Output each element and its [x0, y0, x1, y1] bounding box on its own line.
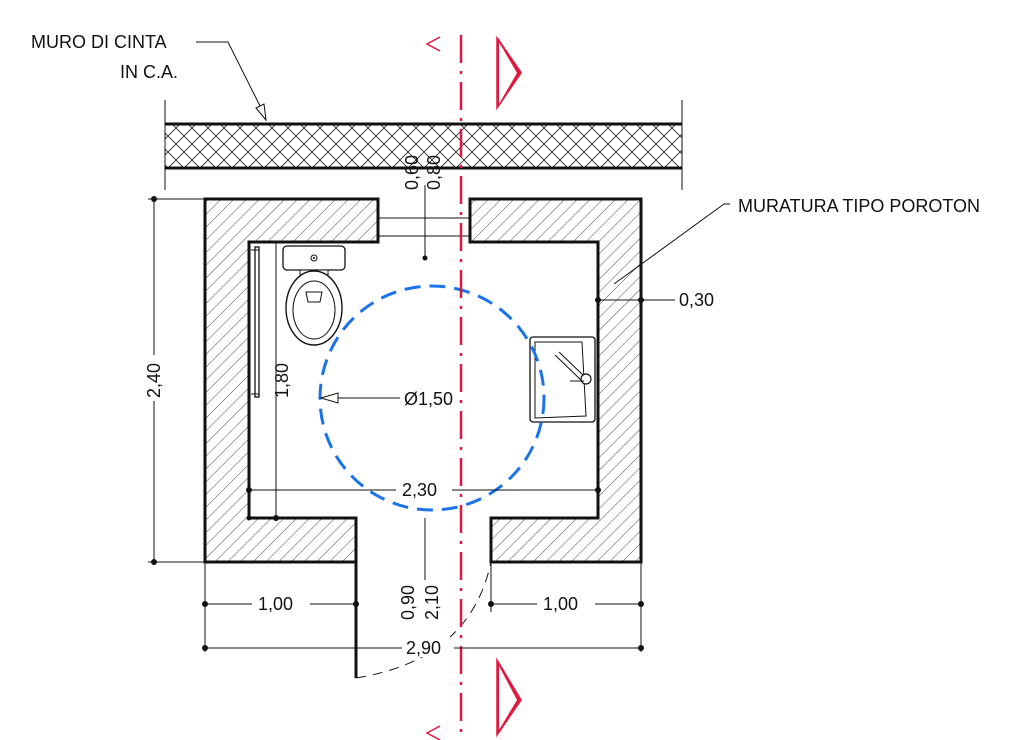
- door-width-dimension: 0,90: [398, 585, 418, 620]
- total-width-dimension: 2,90: [406, 638, 441, 658]
- left-wing-dimension: 1,00: [258, 594, 293, 614]
- leader-lines: [196, 41, 730, 285]
- section-line: [425, 35, 522, 740]
- top-opening-width-dimension: 0,80: [424, 155, 444, 190]
- total-height-dimension: 2,40: [144, 363, 164, 398]
- door-height-dimension: 2,10: [422, 585, 442, 620]
- masonry-label: MURATURA TIPO POROTON: [738, 196, 980, 216]
- wall-thickness-dimension: 0,30: [679, 290, 714, 310]
- top-opening: [378, 185, 470, 261]
- turning-circle-dimension: Ø1,50: [404, 389, 453, 409]
- boundary-wall-label-line2: IN C.A.: [120, 62, 178, 82]
- right-wing-dimension: 1,00: [543, 594, 578, 614]
- room-depth-dimension: 1,80: [272, 363, 292, 398]
- boundary-wall: [164, 100, 683, 190]
- boundary-wall-label-line1: MURO DI CINTA: [31, 32, 167, 52]
- top-opening-height-dimension: 0,60: [402, 155, 422, 190]
- dimension-lines: [146, 196, 675, 657]
- grab-bar-icon: [251, 246, 260, 398]
- toilet-icon: [282, 245, 346, 346]
- room-width-dimension: 2,30: [402, 480, 437, 500]
- masonry-walls: [203, 197, 643, 564]
- sink-icon: [529, 336, 596, 423]
